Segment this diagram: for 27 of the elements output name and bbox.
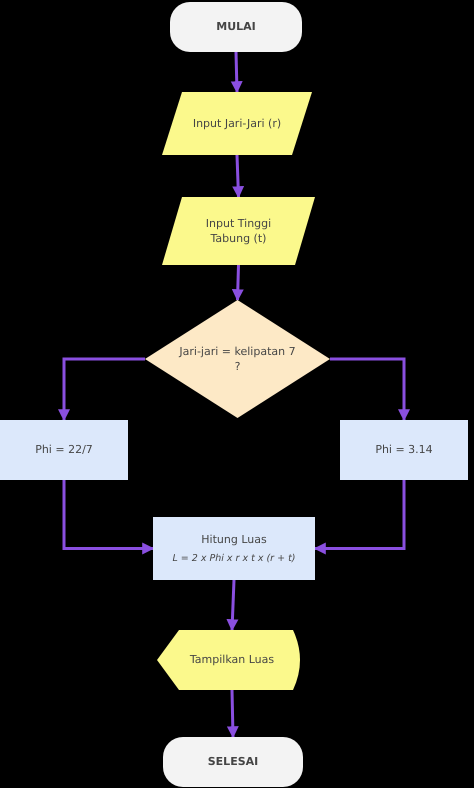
arrow bbox=[226, 690, 239, 738]
node-label: Hitung Luas bbox=[201, 532, 267, 548]
node-label: Input Jari-Jari (r) bbox=[192, 116, 282, 132]
node-label: Tampilkan Luas bbox=[190, 652, 274, 668]
terminal-shape bbox=[170, 2, 302, 52]
process-box bbox=[0, 420, 128, 480]
arrow bbox=[226, 580, 238, 632]
process-box bbox=[153, 517, 315, 580]
process-box bbox=[340, 420, 468, 480]
terminal-shape bbox=[163, 737, 303, 787]
input-parallelogram bbox=[162, 92, 312, 155]
arrow bbox=[232, 264, 244, 302]
node-label: MULAI bbox=[216, 19, 256, 35]
input-parallelogram bbox=[162, 197, 315, 265]
node-label: Input Tinggi Tabung (t) bbox=[204, 216, 272, 246]
decision-diamond bbox=[145, 300, 330, 418]
arrow bbox=[62, 480, 154, 554]
arrow bbox=[314, 480, 406, 554]
formula-text: L = 2 x Phi x r x t x (r + t) bbox=[172, 552, 296, 566]
node-label: Phi = 22/7 bbox=[35, 442, 93, 458]
arrow bbox=[230, 52, 243, 94]
arrow bbox=[330, 358, 410, 422]
arrow bbox=[232, 154, 244, 198]
node-label: SELESAI bbox=[208, 754, 258, 770]
arrow bbox=[58, 358, 145, 422]
node-label: Jari-jari = kelipatan 7 ? bbox=[178, 344, 297, 374]
node-label: Phi = 3.14 bbox=[375, 442, 433, 458]
